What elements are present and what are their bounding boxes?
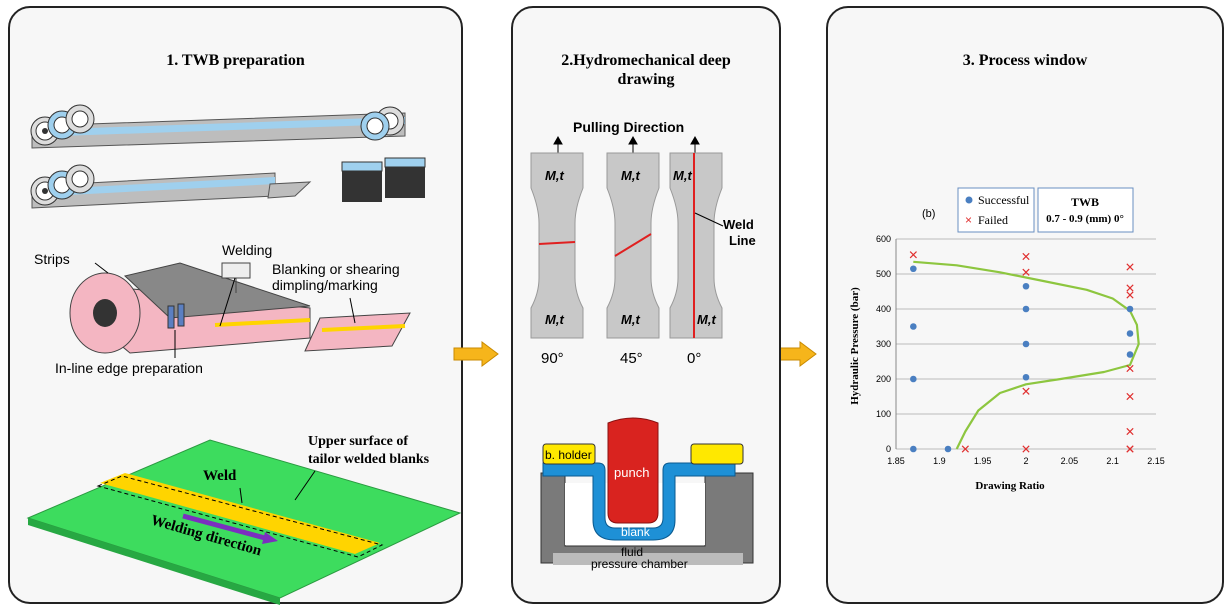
legend-failed: Failed bbox=[978, 213, 1008, 227]
twb-label: TWB bbox=[1071, 195, 1099, 209]
x-tick-label: 2.05 bbox=[1061, 456, 1079, 466]
tailor-welded-blank bbox=[26, 439, 462, 605]
deep-drawing-panel: 2.Hydromechanical deep drawing Pulling D… bbox=[511, 6, 781, 604]
x-tick-label: 2.15 bbox=[1147, 456, 1165, 466]
legend-failed-marker: × bbox=[965, 213, 972, 227]
label-dimpling: dimpling/marking bbox=[272, 277, 378, 293]
data-point-failed bbox=[1022, 387, 1030, 395]
label-pulling-direction: Pulling Direction bbox=[573, 119, 684, 135]
chart-legend bbox=[957, 187, 1035, 233]
process-window-panel: 3. Process window Successful × Failed TW… bbox=[826, 6, 1224, 604]
y-tick-label: 0 bbox=[886, 444, 891, 454]
arrow-right-icon bbox=[453, 341, 499, 367]
process-window-chart: Successful × Failed TWB 0.7 - 0.9 (mm) 0… bbox=[849, 187, 1165, 492]
data-point-successful bbox=[1022, 340, 1030, 348]
coil-row-bottom bbox=[30, 157, 426, 209]
y-axis-label: Hydraulic Pressure (bar) bbox=[849, 287, 861, 405]
label-mt: M,t bbox=[621, 168, 640, 183]
label-mt: M,t bbox=[697, 312, 716, 327]
legend-success: Successful bbox=[978, 193, 1030, 207]
strip-welding-line bbox=[69, 262, 411, 358]
label-pressure-chamber: pressure chamber bbox=[591, 557, 688, 571]
panel2-title-line2: drawing bbox=[617, 71, 675, 88]
panel3-title: 3. Process window bbox=[962, 52, 1088, 69]
data-point-successful bbox=[1126, 351, 1134, 358]
panel1-title: 1. TWB preparation bbox=[166, 52, 305, 69]
label-upper-surface-2: tailor welded blanks bbox=[308, 452, 430, 467]
label-angle-90: 90° bbox=[541, 350, 564, 367]
process-window-boundary bbox=[913, 260, 1140, 450]
data-point-failed bbox=[909, 251, 917, 259]
panel2-title-line1: 2.Hydromechanical deep bbox=[561, 52, 731, 69]
label-mt: M,t bbox=[545, 312, 564, 327]
label-angle-45: 45° bbox=[620, 350, 643, 367]
data-point-failed bbox=[1126, 445, 1134, 453]
data-point-failed bbox=[1126, 291, 1134, 299]
legend-success-marker bbox=[965, 196, 973, 204]
data-point-failed bbox=[1022, 252, 1030, 261]
label-blanking: Blanking or shearing bbox=[272, 261, 400, 277]
label-upper-surface-1: Upper surface of bbox=[308, 434, 408, 449]
data-point-successful bbox=[910, 375, 917, 383]
y-tick-label: 100 bbox=[876, 409, 891, 419]
data-point-successful bbox=[1126, 330, 1134, 337]
x-tick-label: 1.95 bbox=[974, 456, 992, 466]
label-angle-0: 0° bbox=[687, 350, 701, 367]
data-point-successful bbox=[910, 323, 917, 330]
label-punch: punch bbox=[614, 465, 649, 480]
y-tick-label: 500 bbox=[876, 269, 891, 279]
data-point-failed bbox=[1126, 392, 1134, 401]
data-point-failed bbox=[1126, 364, 1134, 373]
label-blank-holder: b. holder bbox=[545, 448, 592, 462]
label-blank: blank bbox=[621, 525, 651, 539]
data-point-failed bbox=[1126, 284, 1134, 292]
twb-preparation-illustration: Strips Welding Blanking or shearing dimp… bbox=[26, 104, 462, 605]
panel-b-label: (b) bbox=[922, 208, 935, 220]
x-axis-label: Drawing Ratio bbox=[975, 480, 1045, 492]
label-weld-line-2: Line bbox=[729, 233, 756, 248]
label-fluid: fluid bbox=[621, 545, 643, 559]
label-mt: M,t bbox=[673, 168, 692, 183]
y-tick-label: 300 bbox=[876, 339, 891, 349]
x-tick-label: 1.9 bbox=[933, 456, 946, 466]
tensile-specimens: Pulling Direction M,t M,t M,t M,t M,t M,… bbox=[530, 119, 756, 571]
label-edge-preparation: In-line edge preparation bbox=[55, 360, 203, 376]
data-point-successful bbox=[944, 445, 952, 453]
data-point-failed bbox=[1126, 263, 1134, 271]
label-mt: M,t bbox=[621, 312, 640, 327]
label-strips: Strips bbox=[34, 251, 70, 267]
twb-info-box bbox=[1037, 187, 1134, 233]
data-point-failed bbox=[961, 445, 969, 453]
data-point-successful bbox=[1022, 305, 1030, 313]
twb-preparation-panel: 1. TWB preparation bbox=[8, 6, 463, 605]
data-point-successful bbox=[1126, 305, 1134, 313]
y-tick-label: 600 bbox=[876, 234, 891, 244]
data-point-failed bbox=[1126, 427, 1134, 436]
label-weld-line-1: Weld bbox=[723, 217, 754, 232]
data-point-successful bbox=[1022, 282, 1030, 290]
plot-area: 0 100 200 300 400 500 600 1.85 1.9 1.95 2 2.05 2.1 2.… bbox=[876, 234, 1165, 466]
y-tick-label: 200 bbox=[876, 374, 891, 384]
data-point-successful bbox=[1022, 373, 1030, 381]
label-weld: Weld bbox=[203, 468, 237, 484]
y-tick-label: 400 bbox=[876, 304, 891, 314]
data-point-failed bbox=[1022, 445, 1030, 453]
x-tick-label: 2 bbox=[1023, 456, 1028, 466]
data-point-successful bbox=[910, 265, 917, 273]
data-point-successful bbox=[910, 445, 917, 453]
twb-thickness: 0.7 - 0.9 (mm) 0° bbox=[1046, 213, 1124, 225]
label-welding: Welding bbox=[222, 242, 272, 258]
x-tick-label: 2.1 bbox=[1106, 456, 1119, 466]
label-mt: M,t bbox=[545, 168, 564, 183]
data-point-failed bbox=[1022, 268, 1030, 276]
x-tick-label: 1.85 bbox=[887, 456, 905, 466]
coil-row-top bbox=[30, 104, 406, 149]
deep-drawing-die bbox=[540, 417, 754, 565]
